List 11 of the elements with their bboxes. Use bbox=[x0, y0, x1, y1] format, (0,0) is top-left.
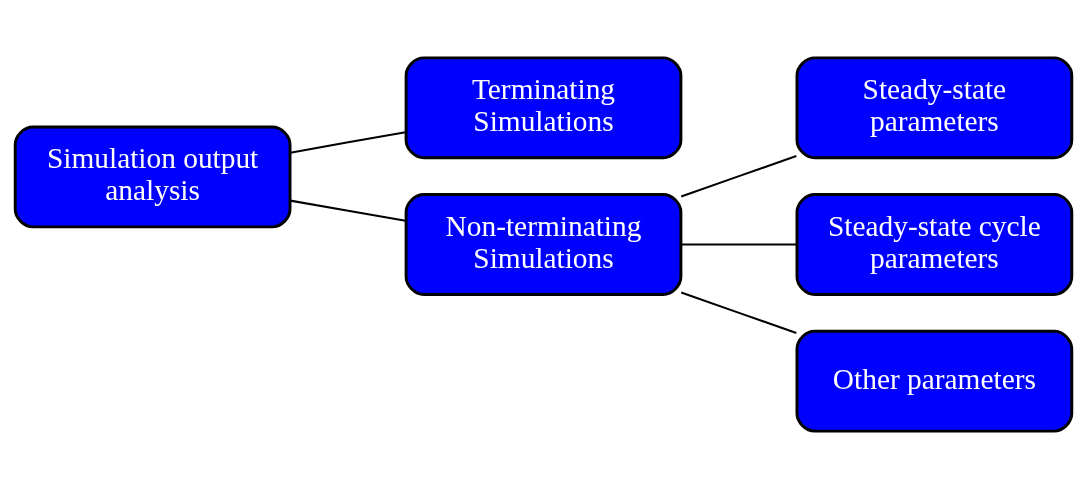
connector bbox=[290, 199, 406, 222]
node-box: Terminating Simulations bbox=[404, 56, 683, 160]
node-box: Simulation output analysis bbox=[13, 125, 292, 229]
node-box: Other parameters bbox=[795, 329, 1074, 433]
connector bbox=[680, 154, 797, 198]
connector bbox=[681, 243, 797, 246]
node-box: Steady-state cycle parameters bbox=[795, 193, 1074, 296]
connector bbox=[290, 131, 406, 154]
node-box: Non-terminating Simulations bbox=[404, 193, 683, 296]
node-box: Steady-state parameters bbox=[795, 56, 1074, 160]
connector bbox=[680, 291, 797, 335]
